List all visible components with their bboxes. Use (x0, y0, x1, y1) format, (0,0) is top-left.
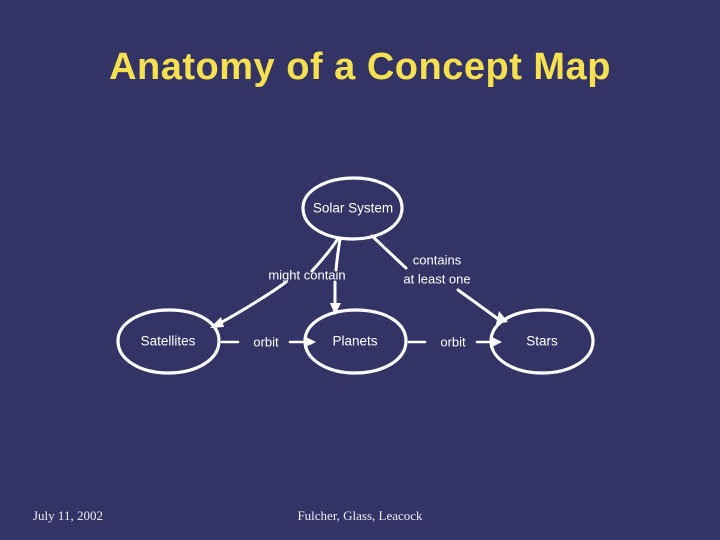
footer-date: July 11, 2002 (33, 508, 103, 523)
edge-solar-system-to-stars (370, 234, 508, 324)
node-stars-label: Stars (526, 334, 558, 349)
node-satellites-label: Satellites (141, 334, 196, 349)
footer-authors: Fulcher, Glass, Leacock (297, 508, 423, 523)
page-title: Anatomy of a Concept Map (109, 46, 611, 88)
edge-label-might-contain: might contain (268, 267, 345, 282)
edge-label-orbit-left: orbit (253, 334, 279, 349)
node-solar-system-label: Solar System (313, 201, 393, 216)
node-satellites[interactable]: Satellites (116, 308, 221, 375)
edge-planets-to-stars: orbit (407, 334, 502, 349)
concept-map-diagram: Solar System Satellites Planets Stars or… (100, 170, 620, 390)
edge-satellites-to-planets: orbit (220, 334, 316, 349)
node-planets[interactable]: Planets (303, 308, 408, 375)
edge-label-contains-line2: at least one (403, 271, 470, 286)
node-planets-label: Planets (332, 334, 377, 349)
node-stars[interactable]: Stars (489, 308, 595, 375)
edge-solar-system-to-planets (330, 238, 342, 315)
edge-label-contains-line1: contains (413, 252, 462, 267)
node-solar-system[interactable]: Solar System (301, 176, 404, 241)
edge-label-orbit-right: orbit (440, 334, 466, 349)
edge-solar-system-to-satellites (210, 238, 339, 328)
